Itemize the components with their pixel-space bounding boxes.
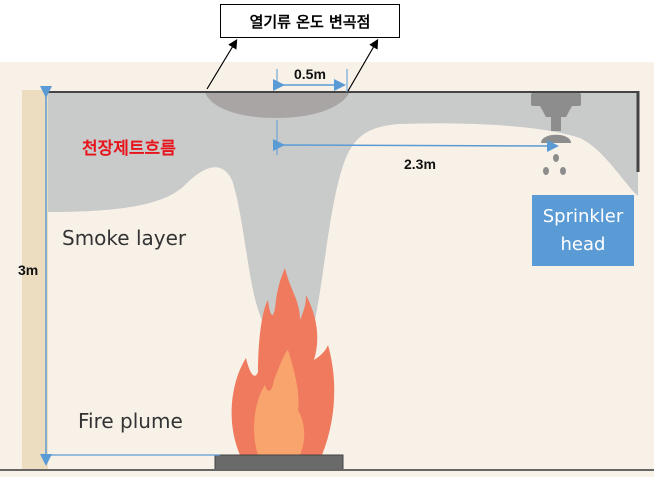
ceiling-jet-label: 천장제트흐름 [82, 139, 176, 159]
sprinkler-icon [531, 93, 581, 175]
callout-arrow-right [347, 38, 379, 92]
sprinkler-head-label: Sprinkler head [532, 195, 634, 266]
burner-tray [214, 454, 344, 471]
sprinkler-label-line1: Sprinkler [542, 206, 624, 227]
flame-icon [231, 268, 335, 455]
smoke-layer-label: Smoke layer [62, 226, 187, 250]
sprinkler-label-line2: head [560, 234, 606, 255]
fire-plume-label: Fire plume [78, 409, 183, 433]
distance-label: 2.3m [404, 156, 436, 172]
height-label: 3m [18, 262, 39, 278]
inflection-point-callout: 열기류 온도 변곡점 [220, 4, 400, 38]
callout-arrow-left [206, 38, 238, 90]
left-wall [22, 90, 48, 470]
smoke-layer [48, 92, 638, 339]
width-label: 0.5m [294, 66, 326, 82]
heat-inflection-zone [205, 92, 350, 118]
distance-dimension-arrow [272, 138, 559, 152]
